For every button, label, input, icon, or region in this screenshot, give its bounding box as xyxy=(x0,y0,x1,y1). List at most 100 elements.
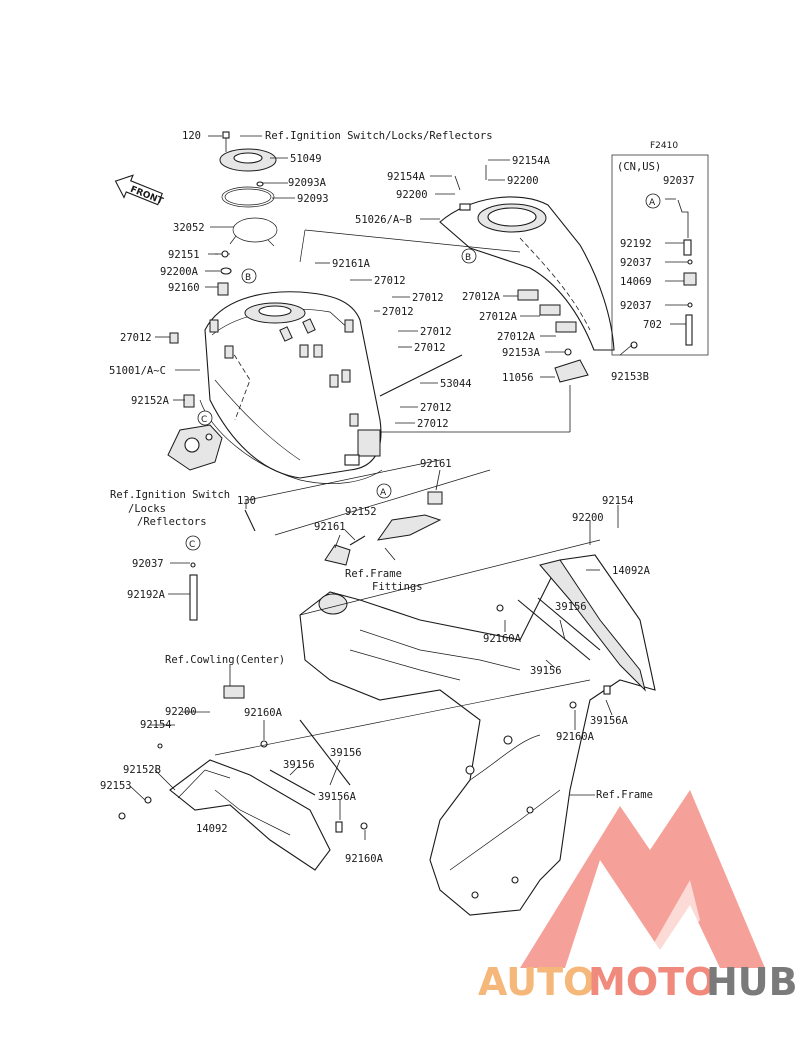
label-92154-r: 92154 xyxy=(602,495,634,507)
label-92037-left: 92037 xyxy=(132,558,164,570)
mid-parts xyxy=(189,491,443,621)
callout-a-tank: A xyxy=(376,483,392,499)
main-frame xyxy=(299,554,656,916)
label-92161-b: 92161 xyxy=(314,521,346,533)
label-92192a: 92192A xyxy=(127,589,166,601)
label-130: 130 xyxy=(237,495,256,507)
label-120: 120 xyxy=(182,130,201,142)
label-32052: 32052 xyxy=(173,222,205,234)
ignition-lock-bracket xyxy=(167,424,223,471)
label-27012a-c: 27012A xyxy=(497,331,536,343)
label-92161a: 92161A xyxy=(332,258,371,270)
label-39156-d: 39156 xyxy=(283,759,315,771)
label-92160: 92160 xyxy=(168,282,200,294)
label-92160a-b: 92160A xyxy=(556,731,595,743)
svg-text:B: B xyxy=(465,253,471,263)
callout-b-tank: B xyxy=(241,268,257,284)
tank-stickers xyxy=(209,318,359,427)
label-14092a: 14092A xyxy=(612,565,651,577)
label-92093: 92093 xyxy=(297,193,329,205)
label-92153a: 92153A xyxy=(502,347,541,359)
label-92153: 92153 xyxy=(100,780,132,792)
label-92151: 92151 xyxy=(168,249,200,261)
label-27012a-b: 27012A xyxy=(479,311,518,323)
label-27012-a: 27012 xyxy=(374,275,406,287)
label-92153b: 92153B xyxy=(611,371,649,383)
tank-cover xyxy=(439,165,615,351)
svg-text:B: B xyxy=(245,273,251,283)
label-92160a-a: 92160A xyxy=(483,633,522,645)
leader-lines xyxy=(129,135,688,840)
fuel-tank xyxy=(199,291,383,484)
label-92160a-d: 92160A xyxy=(345,853,384,865)
label-702: 702 xyxy=(643,319,662,331)
label-92037-a: 92037 xyxy=(663,175,695,187)
label-92161-a: 92161 xyxy=(420,458,452,470)
left-fasteners xyxy=(169,250,232,408)
label-ref-ignition-top: Ref.Ignition Switch/Locks/Reflectors xyxy=(265,130,493,142)
label-ref-frame-fittings-1: Ref.Frame xyxy=(345,568,402,580)
label-51026: 51026/A~B xyxy=(355,214,412,226)
label-92037-b: 92037 xyxy=(620,257,652,269)
watermark-hub: HUB xyxy=(706,960,798,1004)
label-39156-b: 39156 xyxy=(530,665,562,677)
label-39156a-r: 39156A xyxy=(590,715,629,727)
label-92192: 92192 xyxy=(620,238,652,250)
label-27012-f: 27012 xyxy=(420,402,452,414)
label-92093a: 92093A xyxy=(288,177,327,189)
label-92200a: 92200A xyxy=(160,266,199,278)
label-92037-c: 92037 xyxy=(620,300,652,312)
label-39156-c: 39156 xyxy=(330,747,362,759)
label-92152b: 92152B xyxy=(123,764,161,776)
label-39156-a: 39156 xyxy=(555,601,587,613)
drain-hose xyxy=(379,354,463,397)
label-27012-b: 27012 xyxy=(412,292,444,304)
front-arrow-icon: FRONT xyxy=(114,174,165,207)
watermark-auto: AUTO xyxy=(478,960,595,1004)
label-11056: 11056 xyxy=(502,372,534,384)
cn-us-box xyxy=(611,154,709,356)
label-39156a-l: 39156A xyxy=(318,791,357,803)
label-92160a-c: 92160A xyxy=(244,707,283,719)
fuel-cap-stack xyxy=(219,131,278,247)
part-labels: F2410 120 Ref.Ignition Switch/Locks/Refl… xyxy=(100,130,695,865)
label-ref-ignition-left-2: /Locks xyxy=(128,503,166,515)
subframe-14092 xyxy=(118,685,368,871)
svg-text:A: A xyxy=(380,488,387,498)
label-ref-frame: Ref.Frame xyxy=(596,789,653,801)
label-92200-top2: 92200 xyxy=(396,189,428,201)
callout-a-top: B xyxy=(461,248,477,264)
label-27012-e: 27012 xyxy=(414,342,446,354)
label-27012a-a: 27012A xyxy=(462,291,501,303)
label-92200-l: 92200 xyxy=(165,706,197,718)
diagram-code: F2410 xyxy=(650,141,678,151)
callout-a-box: A xyxy=(645,193,661,209)
label-92200-top: 92200 xyxy=(507,175,539,187)
label-27012-left: 27012 xyxy=(120,332,152,344)
bracket-11056 xyxy=(380,341,638,433)
label-27012-g: 27012 xyxy=(417,418,449,430)
label-27012-d: 27012 xyxy=(420,326,452,338)
label-cn-us: (CN,US) xyxy=(617,161,661,173)
watermark-moto: MOTO xyxy=(588,960,716,1004)
label-92154a-a: 92154A xyxy=(512,155,551,167)
label-92152: 92152 xyxy=(345,506,377,518)
label-51049: 51049 xyxy=(290,153,322,165)
callout-c-tank: C xyxy=(197,410,213,426)
svg-text:C: C xyxy=(189,540,195,550)
label-92152a: 92152A xyxy=(131,395,170,407)
label-92154a-b: 92154A xyxy=(387,171,426,183)
svg-text:A: A xyxy=(649,198,656,208)
label-53044: 53044 xyxy=(440,378,472,390)
label-ref-frame-fittings-2: Fittings xyxy=(372,581,423,593)
label-27012-c: 27012 xyxy=(382,306,414,318)
label-ref-ignition-left-3: /Reflectors xyxy=(137,516,207,528)
label-51001: 51001/A~C xyxy=(109,365,166,377)
watermark-logo xyxy=(520,790,765,968)
label-ref-ignition-left-1: Ref.Ignition Switch xyxy=(110,489,230,501)
label-14092: 14092 xyxy=(196,823,228,835)
svg-text:C: C xyxy=(201,415,207,425)
label-14069: 14069 xyxy=(620,276,652,288)
